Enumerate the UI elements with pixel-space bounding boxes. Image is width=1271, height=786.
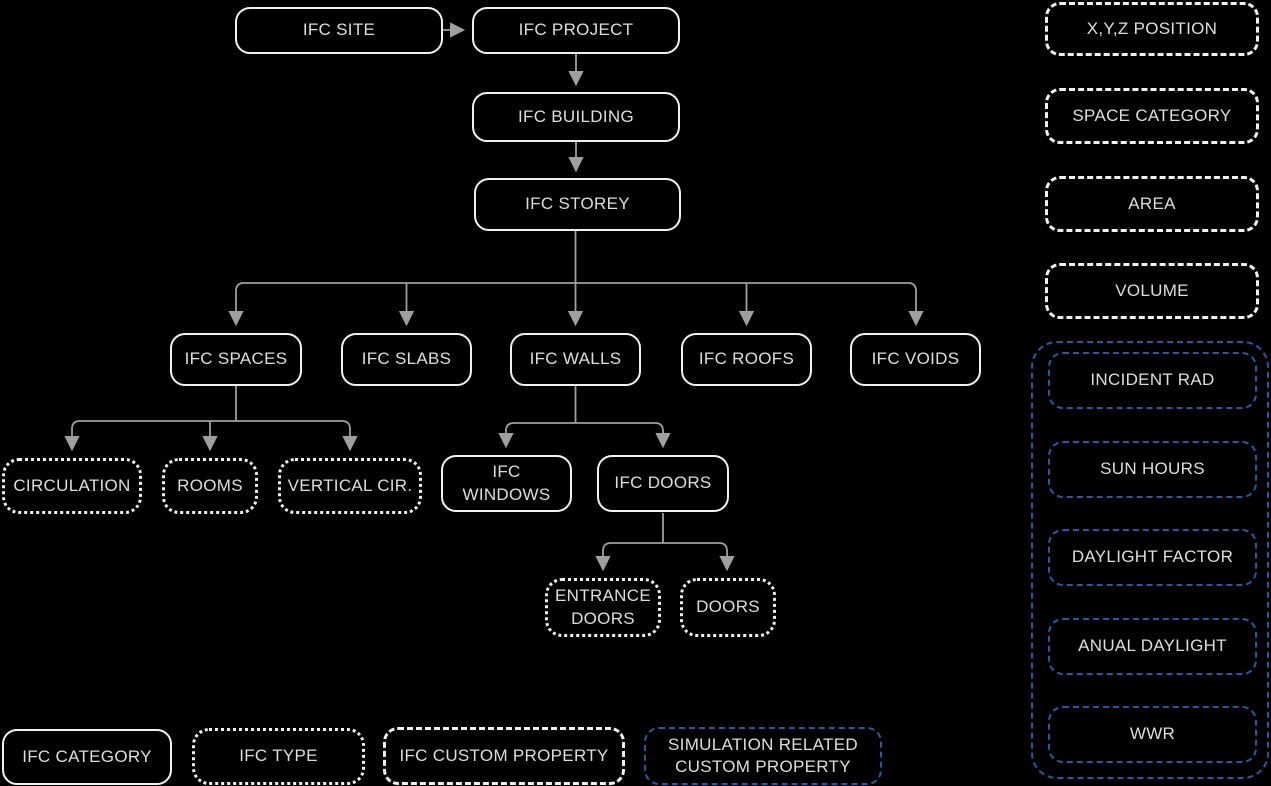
bar-spaces-children [71, 420, 351, 430]
property-wwr: WWR [1048, 706, 1257, 763]
node-ifc-voids: IFC VOIDS [850, 333, 981, 386]
property-sun-hours: SUN HOURS [1048, 441, 1257, 498]
node-ifc-spaces: IFC SPACES [170, 333, 302, 386]
node-ifc-project: IFC PROJECT [472, 7, 680, 54]
bar-walls-children [505, 422, 664, 432]
bar-doors-children [602, 542, 728, 552]
simulation-properties-group [1031, 341, 1269, 779]
node-doors: DOORS [680, 578, 776, 637]
node-ifc-building: IFC BUILDING [472, 92, 680, 142]
legend-simulation-related-custom-property: SIMULATION RELATED CUSTOM PROPERTY [644, 727, 882, 785]
property-area: AREA [1045, 176, 1259, 232]
property-daylight-factor: DAYLIGHT FACTOR [1048, 529, 1257, 586]
node-ifc-walls: IFC WALLS [510, 333, 641, 386]
legend-ifc-category: IFC CATEGORY [2, 729, 172, 785]
legend-ifc-type: IFC TYPE [192, 728, 365, 785]
node-ifc-roofs: IFC ROOFS [681, 333, 812, 386]
node-rooms: ROOMS [162, 458, 258, 514]
node-circulation: CIRCULATION [2, 458, 142, 514]
property-space-category: SPACE CATEGORY [1045, 88, 1259, 144]
node-vertical-cir: VERTICAL CIR. [278, 458, 422, 514]
node-ifc-site: IFC SITE [235, 7, 443, 54]
node-ifc-slabs: IFC SLABS [341, 333, 472, 386]
node-ifc-storey: IFC STOREY [474, 178, 681, 231]
property-xyz-position: X,Y,Z POSITION [1045, 2, 1259, 56]
property-incident-rad: INCIDENT RAD [1048, 352, 1257, 409]
node-ifc-windows: IFC WINDOWS [441, 455, 572, 512]
property-anual-daylight: ANUAL DAYLIGHT [1048, 618, 1257, 675]
node-ifc-doors: IFC DOORS [597, 455, 729, 512]
property-volume: VOLUME [1045, 263, 1259, 319]
node-entrance-doors: ENTRANCE DOORS [545, 578, 661, 637]
legend-ifc-custom-property: IFC CUSTOM PROPERTY [383, 727, 625, 785]
